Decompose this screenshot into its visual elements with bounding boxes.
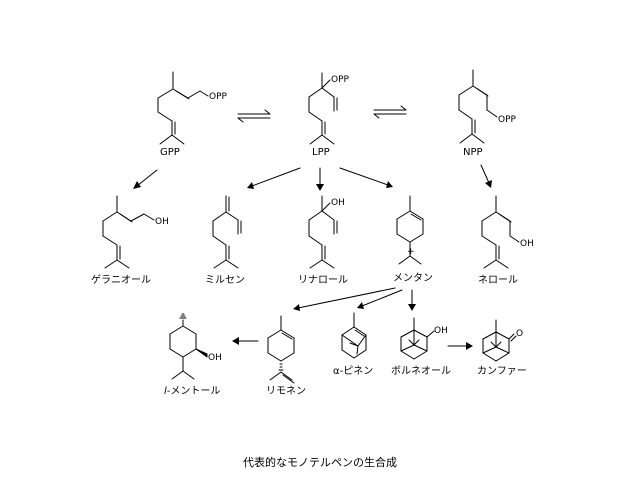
linalool-label: リナロール bbox=[298, 274, 348, 286]
nerol-label: ネロール bbox=[478, 274, 518, 286]
menthol-name: -メントール bbox=[167, 386, 221, 397]
menthol-label: l-メントール bbox=[164, 386, 220, 397]
camphor-label: カンファー bbox=[477, 365, 527, 377]
linalool-structure: OH リナロール bbox=[298, 195, 348, 286]
pinene-structure: α-ピネン bbox=[333, 312, 373, 377]
pinene-label: α-ピネン bbox=[333, 365, 373, 377]
gpp-structure: OPP GPP bbox=[157, 71, 228, 158]
npp-structure: OPP NPP bbox=[458, 69, 517, 158]
geraniol-label: ゲラニオール bbox=[91, 274, 151, 286]
arrow-menthane-to-limonene bbox=[293, 287, 396, 311]
borneol-oh-label: OH bbox=[434, 326, 448, 336]
arrow-borneol-to-camphor bbox=[447, 342, 473, 350]
gpp-opp-label: OPP bbox=[209, 92, 228, 102]
arrow-menthane-to-borneol bbox=[408, 289, 416, 311]
arrow-lpp-to-menthane bbox=[339, 167, 393, 188]
menthol-oh-label: OH bbox=[208, 353, 222, 363]
lpp-structure: OPP LPP bbox=[308, 72, 350, 158]
borneol-label: ボルネオール bbox=[391, 365, 451, 377]
geraniol-structure: OH ゲラニオール bbox=[91, 195, 169, 286]
nerol-structure: OH ネロール bbox=[478, 195, 534, 286]
camphor-structure: O カンファー bbox=[477, 319, 527, 377]
limonene-structure: リモネン bbox=[266, 315, 306, 397]
geraniol-oh-label: OH bbox=[155, 217, 169, 227]
arrow-lpp-to-linalool bbox=[316, 167, 324, 191]
arrow-gpp-to-geraniol bbox=[133, 169, 158, 189]
menthane-cation-label: + bbox=[407, 247, 415, 257]
arrow-npp-to-nerol bbox=[480, 164, 492, 188]
myrcene-structure: ミルセン bbox=[205, 195, 245, 286]
linalool-oh-label: OH bbox=[331, 198, 345, 208]
diagram-caption: 代表的なモノテルペンの生合成 bbox=[243, 455, 397, 469]
menthol-prefix: l bbox=[164, 386, 167, 397]
menthane-label: メンタン bbox=[393, 272, 433, 284]
lpp-opp-label: OPP bbox=[331, 75, 350, 85]
myrcene-label: ミルセン bbox=[205, 274, 245, 286]
npp-label: NPP bbox=[463, 147, 483, 158]
limonene-label: リモネン bbox=[266, 385, 306, 397]
npp-opp-label: OPP bbox=[498, 115, 517, 125]
gpp-lpp-equilibrium-arrow bbox=[237, 109, 271, 123]
lpp-label: LPP bbox=[312, 147, 330, 158]
menthol-structure: OH l-メントール bbox=[164, 313, 222, 397]
nerol-oh-label: OH bbox=[520, 239, 534, 249]
arrow-menthane-to-pinene bbox=[357, 289, 403, 309]
gpp-label: GPP bbox=[160, 147, 180, 158]
lpp-npp-equilibrium-arrow bbox=[373, 105, 407, 119]
camphor-o-label: O bbox=[516, 329, 523, 339]
arrow-limonene-to-menthol bbox=[232, 337, 259, 345]
arrow-lpp-to-myrcene bbox=[247, 167, 301, 189]
borneol-structure: OH ボルネオール bbox=[391, 317, 451, 377]
menthane-structure: + メンタン bbox=[393, 195, 433, 284]
